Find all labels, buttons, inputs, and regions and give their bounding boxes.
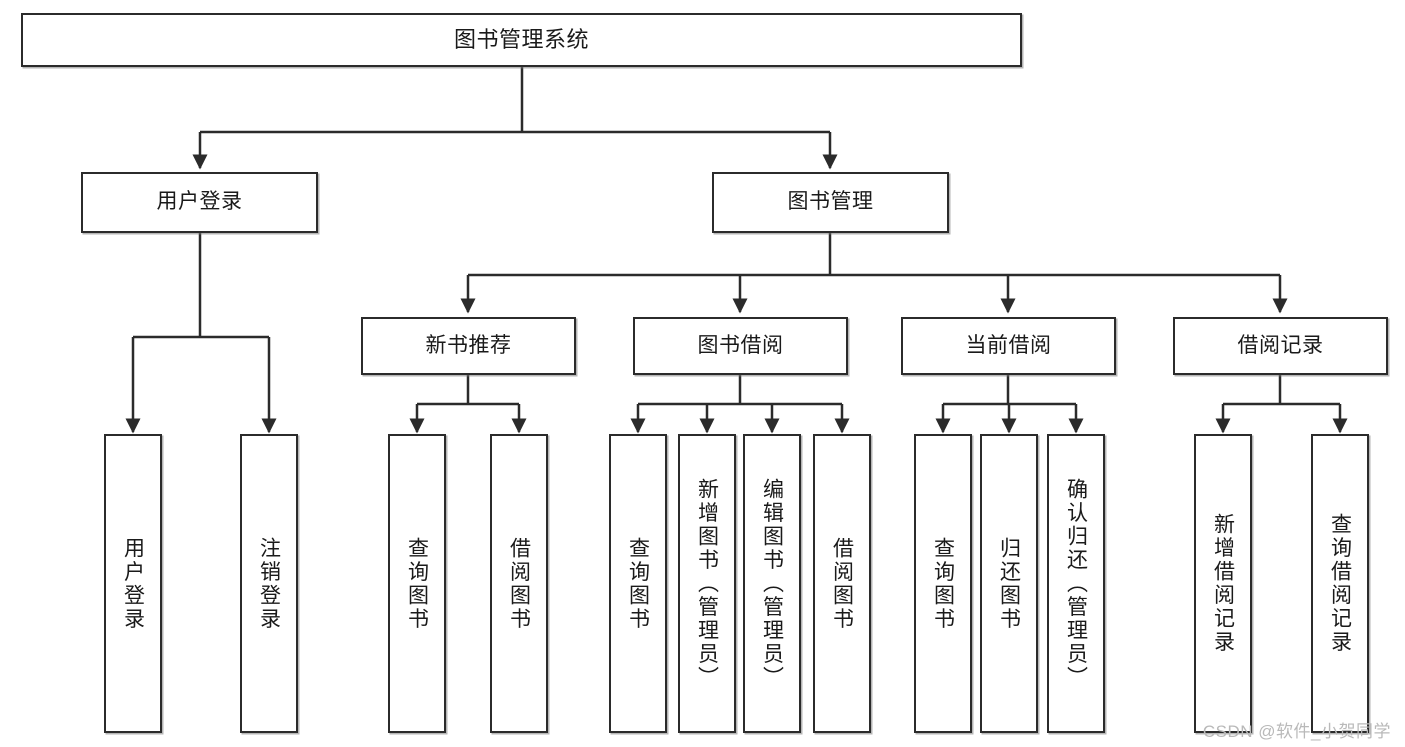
node-leaf-query-record[interactable]: 查询借阅记录	[1311, 434, 1369, 733]
node-leaf-user-login[interactable]: 用户登录	[104, 434, 162, 733]
node-leaf-query-record-label: 查询借阅记录	[1328, 513, 1352, 654]
node-book-manage[interactable]: 图书管理	[712, 172, 949, 233]
node-leaf-logout-login-label: 注销登录	[257, 536, 281, 631]
node-book-borrow-label: 图书借阅	[697, 333, 784, 357]
node-leaf-add-record-label: 新增借阅记录	[1211, 513, 1235, 654]
watermark: CSDN @软件_小贺同学	[1202, 722, 1391, 741]
node-leaf-edit-book[interactable]: 编辑图书（管理员）	[743, 434, 801, 733]
node-leaf-query-book-1-label: 查询图书	[405, 536, 429, 631]
node-leaf-return-book[interactable]: 归还图书	[980, 434, 1038, 733]
node-leaf-borrow-book-2[interactable]: 借阅图书	[813, 434, 871, 733]
node-leaf-query-book-2[interactable]: 查询图书	[609, 434, 667, 733]
node-new-book-recommend[interactable]: 新书推荐	[361, 317, 576, 375]
node-leaf-logout-login[interactable]: 注销登录	[240, 434, 298, 733]
node-leaf-user-login-label: 用户登录	[121, 536, 145, 631]
node-leaf-borrow-book-1[interactable]: 借阅图书	[490, 434, 548, 733]
node-leaf-query-book-3-label: 查询图书	[931, 536, 955, 631]
node-new-book-recommend-label: 新书推荐	[425, 333, 512, 357]
node-borrow-record-label: 借阅记录	[1237, 333, 1324, 357]
node-leaf-add-book[interactable]: 新增图书（管理员）	[678, 434, 736, 733]
node-leaf-borrow-book-2-label: 借阅图书	[830, 536, 854, 631]
node-user-login-label: 用户登录	[156, 190, 243, 214]
node-leaf-add-book-label: 新增图书（管理员）	[695, 477, 719, 690]
node-book-borrow[interactable]: 图书借阅	[633, 317, 848, 375]
node-book-manage-label: 图书管理	[787, 190, 874, 214]
node-root-label: 图书管理系统	[453, 27, 589, 53]
node-leaf-confirm-return[interactable]: 确认归还（管理员）	[1047, 434, 1105, 733]
node-leaf-add-record[interactable]: 新增借阅记录	[1194, 434, 1252, 733]
node-borrow-record[interactable]: 借阅记录	[1173, 317, 1388, 375]
node-current-borrow[interactable]: 当前借阅	[901, 317, 1116, 375]
node-root[interactable]: 图书管理系统	[21, 13, 1022, 67]
node-leaf-return-book-label: 归还图书	[997, 536, 1021, 631]
node-leaf-query-book-3[interactable]: 查询图书	[914, 434, 972, 733]
node-current-borrow-label: 当前借阅	[965, 333, 1052, 357]
node-leaf-confirm-return-label: 确认归还（管理员）	[1064, 477, 1088, 690]
node-leaf-borrow-book-1-label: 借阅图书	[507, 536, 531, 631]
node-leaf-query-book-2-label: 查询图书	[626, 536, 650, 631]
node-leaf-query-book-1[interactable]: 查询图书	[388, 434, 446, 733]
node-user-login[interactable]: 用户登录	[81, 172, 318, 233]
node-leaf-edit-book-label: 编辑图书（管理员）	[760, 477, 784, 690]
